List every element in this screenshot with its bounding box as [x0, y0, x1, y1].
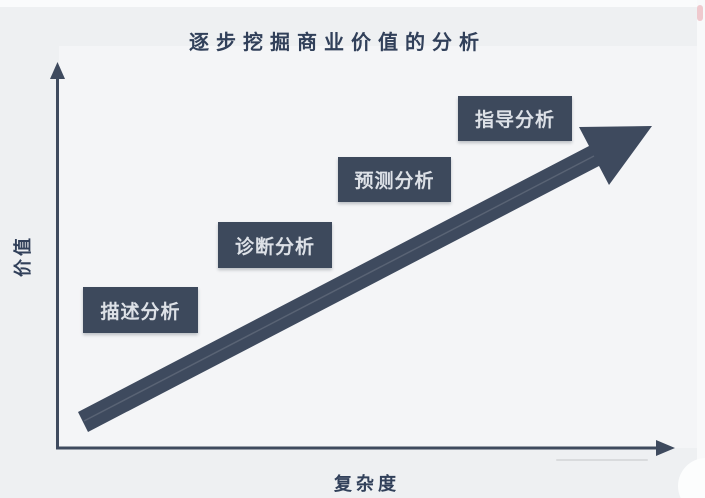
stage-label: 诊断分析 [234, 236, 315, 258]
top-edge-strip [0, 0, 705, 7]
stage-box-predictive: 预测分析 [338, 157, 451, 202]
stage-label: 描述分析 [100, 301, 181, 323]
stage-box-diagnostic: 诊断分析 [218, 222, 332, 268]
right-edge-strip [697, 0, 705, 498]
y-axis-label: 价值 [13, 235, 33, 277]
trend-arrow-icon [78, 126, 652, 432]
trend-arrow-highlight [83, 155, 595, 422]
underline-artifact [556, 459, 648, 461]
chart-title: 逐步挖掘商业价值的分析 [189, 32, 486, 54]
stage-label: 指导分析 [474, 110, 555, 131]
y-axis-arrowhead-icon [50, 62, 65, 79]
stage-box-descriptive: 描述分析 [83, 287, 198, 333]
x-axis-label: 复杂度 [334, 474, 400, 494]
edge-smudge-artifact [697, 5, 703, 21]
stage-box-prescriptive: 指导分析 [458, 96, 572, 141]
x-axis-arrowhead-icon [656, 440, 675, 456]
stage-label: 预测分析 [354, 171, 435, 192]
